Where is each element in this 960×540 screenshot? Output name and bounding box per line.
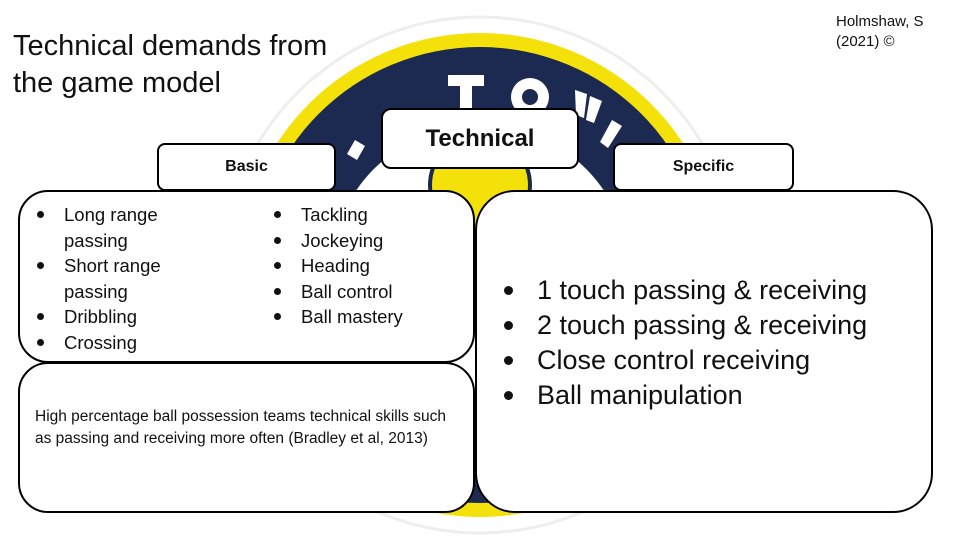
list-item: 2 touch passing & receiving bbox=[501, 308, 921, 343]
header-technical: Technical bbox=[381, 108, 579, 169]
list-item: Short range passing bbox=[34, 253, 184, 304]
list-item: Dribbling bbox=[34, 304, 184, 330]
header-specific: Specific bbox=[613, 143, 794, 191]
list-item: Long range passing bbox=[34, 202, 184, 253]
slide-title: Technical demands from the game model bbox=[13, 30, 328, 99]
list-item: Close control receiving bbox=[501, 343, 921, 378]
specific-list: 1 touch passing & receiving 2 touch pass… bbox=[501, 273, 921, 413]
list-item: Tackling bbox=[271, 202, 466, 228]
basic-list-col2: Tackling Jockeying Heading Ball control … bbox=[271, 202, 466, 330]
header-basic: Basic bbox=[157, 143, 336, 191]
list-item: Ball mastery bbox=[271, 304, 466, 330]
list-item: 1 touch passing & receiving bbox=[501, 273, 921, 308]
basic-list-col1: Long range passing Short range passing D… bbox=[34, 202, 184, 356]
crest-lettering-shapes bbox=[347, 75, 622, 160]
list-item: Heading bbox=[271, 253, 466, 279]
list-item: Ball manipulation bbox=[501, 378, 921, 413]
list-item: Crossing bbox=[34, 330, 184, 356]
list-item: Jockeying bbox=[271, 228, 466, 254]
author-credit: Holmshaw, S (2021) © bbox=[836, 13, 924, 50]
research-note-box: High percentage ball possession teams te… bbox=[18, 362, 475, 513]
list-item: Ball control bbox=[271, 279, 466, 305]
research-note-text: High percentage ball possession teams te… bbox=[35, 408, 446, 447]
specific-skills-box: 1 touch passing & receiving 2 touch pass… bbox=[475, 190, 933, 513]
basic-skills-box: Long range passing Short range passing D… bbox=[18, 190, 475, 363]
